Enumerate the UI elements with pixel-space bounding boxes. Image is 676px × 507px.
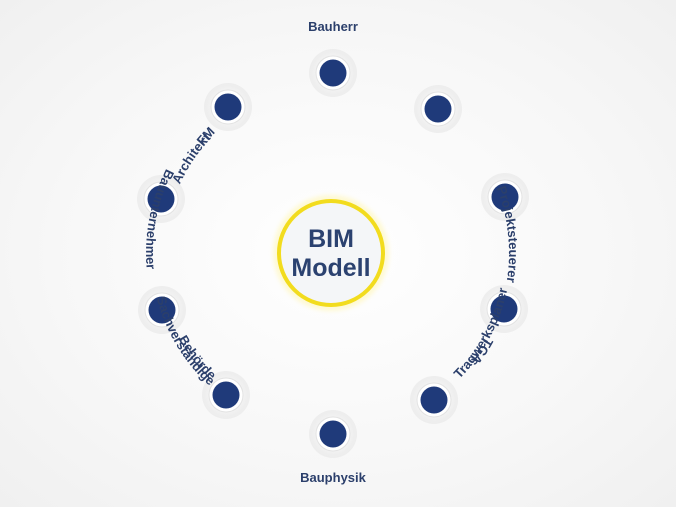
node-bauunternehmer[interactable]: Bauunternehmer [137, 167, 185, 270]
center-title-line1: BIM [308, 225, 354, 253]
bim-model-center[interactable]: BIM Modell [273, 195, 389, 311]
nodes-layer: BauherrArchitektProjektsteuererTGATragwe… [137, 19, 529, 485]
node-dot [148, 296, 176, 324]
node-fm[interactable]: FM [194, 83, 252, 148]
node-sachverständige[interactable]: Sachverständige [138, 286, 218, 388]
node-label: Bauphysik [300, 470, 367, 485]
node-dot [214, 93, 242, 121]
node-tragwerksplaner[interactable]: Tragwerksplaner [410, 286, 510, 424]
node-dot [147, 185, 175, 213]
node-bauphysik[interactable]: Bauphysik [300, 410, 367, 485]
node-label: Bauherr [308, 19, 358, 34]
node-dot [420, 386, 448, 414]
node-dot [490, 295, 518, 323]
node-bauherr[interactable]: Bauherr [308, 19, 358, 97]
center-title-line2: Modell [291, 254, 370, 282]
center-circle [277, 199, 385, 307]
node-architekt[interactable]: Architekt [169, 85, 462, 186]
node-dot [212, 381, 240, 409]
node-dot [424, 95, 452, 123]
node-dot [319, 420, 347, 448]
node-dot [491, 183, 519, 211]
node-projektsteuerer[interactable]: Projektsteuerer [481, 173, 529, 284]
node-dot [319, 59, 347, 87]
